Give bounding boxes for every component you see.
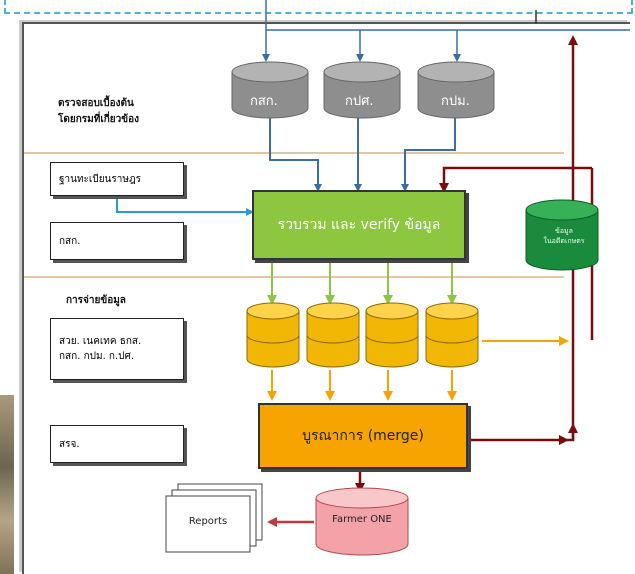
farmer-one-cylinder <box>315 487 409 556</box>
box-civil-registry-text: ฐานทะเบียนราษฎร <box>59 173 142 185</box>
box-src: สรจ. <box>50 425 184 463</box>
merge-label: บูรณาการ (merge) <box>302 428 424 444</box>
box-distributors-line1: สวย. เนคเทค ธกส. <box>59 336 142 347</box>
merge-box: บูรณาการ (merge) <box>258 403 468 469</box>
reports-label: Reports <box>188 516 228 527</box>
db-to-collect-arrows <box>269 118 456 192</box>
db-label-kpsk: กปศ. <box>345 94 374 109</box>
collect-verify-box: รวบรวม และ verify ข้อมูล <box>252 190 466 260</box>
green-cylinder <box>525 199 599 271</box>
farmer-one-label: Farmer ONE <box>332 514 392 525</box>
box-src-text: สรจ. <box>59 438 80 450</box>
cylinder-kpsk <box>323 61 401 119</box>
collect-verify-label: รวบรวม และ verify ข้อมูล <box>277 217 441 233</box>
box-civil-registry: ฐานทะเบียนราษฎร <box>50 162 184 196</box>
gray-cylinders <box>231 61 495 119</box>
external-db-line2: ในอดีตเกษตร <box>543 237 585 245</box>
label-check-line2: โดยกรมที่เกี่ยวข้อง <box>58 114 140 125</box>
photo-strip <box>0 395 14 574</box>
box-distributors-line2: กสก. กปม. ก.ปศ. <box>59 351 135 362</box>
top-feed-lines <box>262 0 630 62</box>
top-dashed-frame <box>4 0 633 14</box>
collect-to-gold-arrows <box>267 262 457 305</box>
divider-2 <box>24 276 564 278</box>
label-check: ตรวจสอบเบื้องต้น โดยกรมที่เกี่ยวข้อง <box>58 96 139 128</box>
cylinder-kpm <box>417 61 495 119</box>
registry-arrow <box>116 198 254 216</box>
db-label-kssk: กสก. <box>250 94 278 109</box>
divider-1 <box>24 152 564 154</box>
db-label-kpm: กปม. <box>441 94 470 109</box>
cylinder-kssk <box>231 61 309 119</box>
label-check-line1: ตรวจสอบเบื้องต้น <box>58 98 134 109</box>
box-distributors: สวย. เนคเทค ธกส. กสก. กปม. ก.ปศ. <box>50 318 184 380</box>
external-db-label: ข้อมูล ในอดีตเกษตร <box>528 226 600 246</box>
reports-stack <box>165 483 263 553</box>
gold-to-merge-arrows <box>267 336 569 401</box>
box-dept-text: กสก. <box>59 235 81 247</box>
gold-cylinders <box>246 302 479 368</box>
box-dept: กสก. <box>50 222 184 260</box>
external-db-line1: ข้อมูล <box>555 227 573 235</box>
label-distribution: การจ่ายข้อมูล <box>66 295 126 306</box>
